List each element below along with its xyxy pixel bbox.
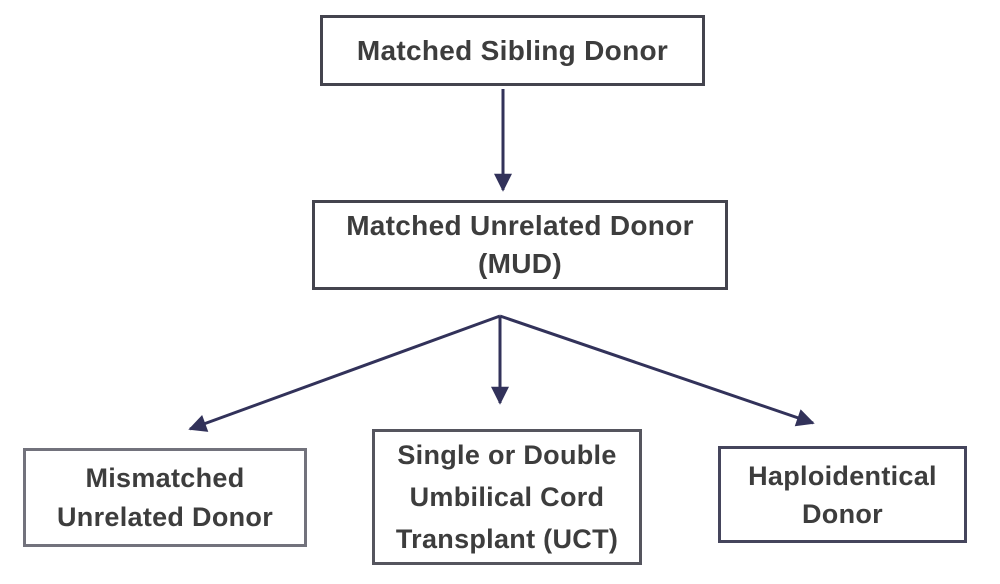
node-mismatched-unrelated-donor: Mismatched Unrelated Donor: [23, 448, 307, 547]
arrow-mud-to-haploidentical: [499, 314, 815, 427]
node-label-line: Single or Double: [397, 440, 617, 470]
node-label-line: Donor: [802, 498, 883, 529]
node-haploidentical-donor: Haploidentical Donor: [718, 446, 967, 543]
node-label-line: Umbilical Cord: [409, 482, 605, 512]
node-label-line: Matched Sibling Donor: [356, 34, 669, 66]
node-label-line: Haploidentical: [748, 460, 937, 491]
arrow-mud-to-mismatched: [188, 314, 501, 432]
node-label-line: Matched Unrelated Donor: [346, 210, 694, 241]
node-matched-sibling-donor: Matched Sibling Donor: [320, 15, 705, 86]
node-label-line: Transplant (UCT): [395, 524, 619, 554]
node-label-line: Mismatched: [85, 462, 245, 493]
node-label-line: (MUD): [478, 248, 562, 279]
node-umbilical-cord-transplant: Single or Double Umbilical Cord Transpla…: [372, 429, 642, 565]
node-matched-unrelated-donor: Matched Unrelated Donor (MUD): [312, 200, 728, 290]
node-label-line: Unrelated Donor: [56, 501, 274, 532]
